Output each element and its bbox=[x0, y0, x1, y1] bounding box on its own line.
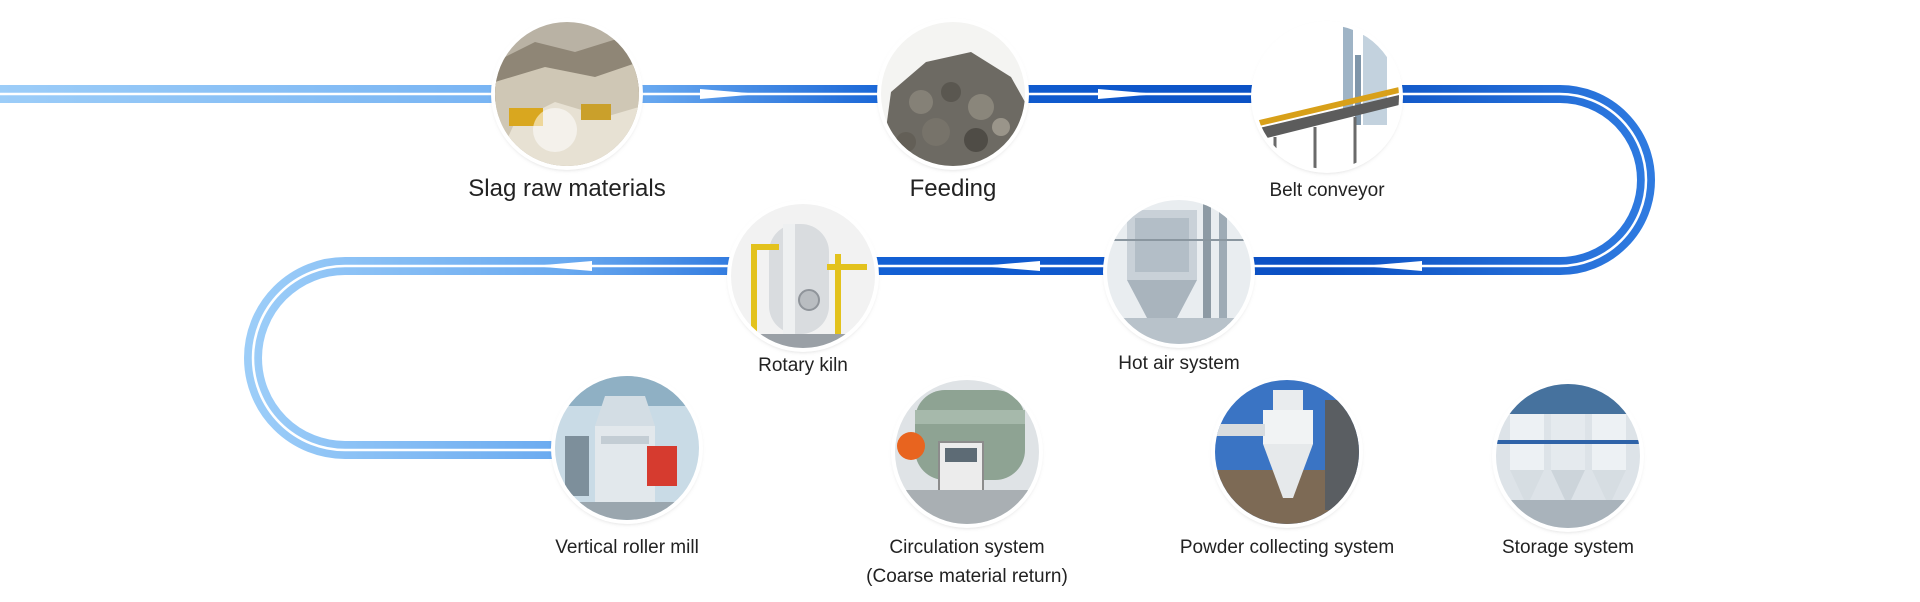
step-label: Vertical roller mill bbox=[555, 537, 699, 558]
storage-system-photo-icon bbox=[1496, 384, 1640, 528]
feeding-material-photo-icon bbox=[881, 22, 1025, 166]
step-label: Circulation system bbox=[889, 537, 1045, 558]
hot-air-system-photo-icon bbox=[1107, 200, 1251, 344]
step-label: Slag raw materials bbox=[468, 175, 666, 202]
step-sublabel: (Coarse material return) bbox=[866, 566, 1068, 587]
circulation-system-photo-icon bbox=[895, 380, 1039, 524]
arrow-right-icon bbox=[1098, 89, 1158, 99]
step-label: Hot air system bbox=[1118, 353, 1240, 374]
step-label: Belt conveyor bbox=[1269, 180, 1385, 201]
arrow-right-icon bbox=[700, 89, 760, 99]
arrow-left-icon bbox=[532, 261, 592, 271]
step-label: Feeding bbox=[909, 175, 997, 202]
rotary-kiln-photo-icon bbox=[731, 204, 875, 348]
powder-collecting-system-photo-icon bbox=[1215, 380, 1359, 524]
flow-arrows bbox=[532, 89, 1448, 455]
arrow-right-icon bbox=[748, 445, 808, 455]
slag-raw-materials-photo-icon bbox=[495, 22, 639, 166]
step-label: Storage system bbox=[1502, 537, 1634, 558]
vertical-roller-mill-photo-icon bbox=[555, 376, 699, 520]
arrow-right-icon bbox=[1086, 445, 1146, 455]
arrow-left-icon bbox=[1362, 261, 1422, 271]
step-label: Powder collecting system bbox=[1179, 537, 1395, 558]
step-label: Rotary kiln bbox=[758, 355, 848, 376]
belt-conveyor-photo-icon bbox=[1255, 25, 1399, 169]
arrow-right-icon bbox=[1388, 445, 1448, 455]
arrow-left-icon bbox=[980, 261, 1040, 271]
